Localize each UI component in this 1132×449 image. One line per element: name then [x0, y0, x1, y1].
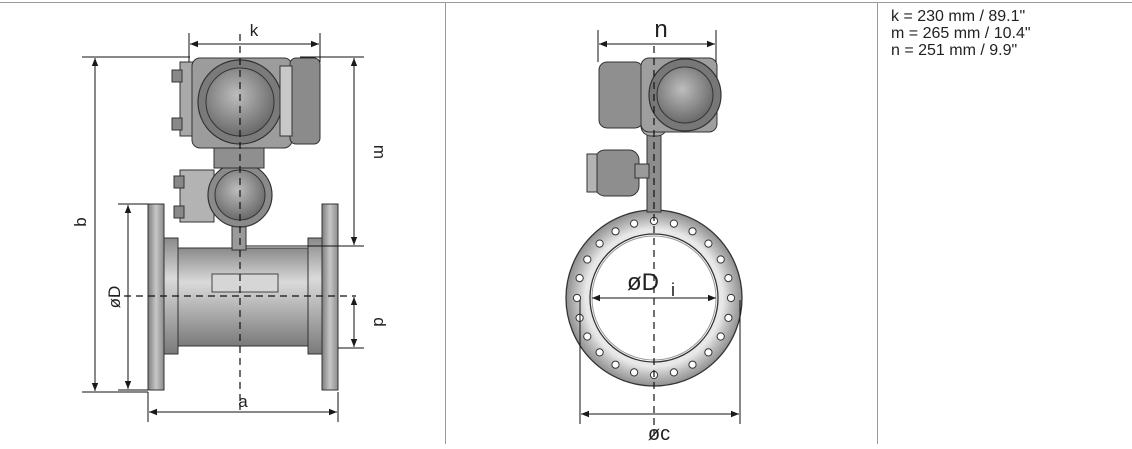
- dimension-value-k: k = 230 mm / 89.1": [891, 8, 1026, 25]
- bolt-hole: [583, 332, 592, 341]
- label-Di: øD: [627, 269, 659, 296]
- side-view-drawing: k b øD m d a: [71, 21, 389, 422]
- bolt-hole: [704, 239, 713, 248]
- bolt-hole: [583, 255, 592, 264]
- front-view-drawing: n øD i øc: [565, 16, 743, 445]
- table-divider-2: [877, 2, 878, 444]
- dimension-value-n: n = 251 mm / 9.9": [891, 42, 1018, 59]
- label-m: m: [370, 145, 389, 159]
- bolt-hole: [630, 368, 639, 377]
- side-view-cell: k b øD m d a: [0, 0, 445, 444]
- dimension-value-m: m = 265 mm / 10.4": [891, 25, 1031, 42]
- bolt-hole: [724, 313, 733, 322]
- label-Di-subscript: i: [671, 280, 675, 300]
- bolt-hole: [669, 368, 678, 377]
- bolt-hole: [688, 360, 697, 369]
- flange-bolt-holes: [572, 216, 736, 380]
- bolt-hole: [688, 227, 697, 236]
- bolt-hole: [724, 274, 733, 283]
- front-view-cell: n øD i øc: [445, 0, 877, 445]
- bolt-hole: [726, 293, 736, 303]
- label-b: b: [71, 217, 90, 226]
- bolt-hole: [575, 274, 584, 283]
- dimension-values-list: k = 230 mm / 89.1" m = 265 mm / 10.4" n …: [891, 8, 1031, 59]
- table-divider-1: [445, 2, 446, 444]
- bolt-hole: [630, 219, 639, 228]
- label-k: k: [250, 21, 259, 40]
- label-n: n: [654, 16, 667, 43]
- label-D: øD: [105, 286, 124, 309]
- label-a: a: [238, 392, 248, 411]
- dimension-values-cell: k = 230 mm / 89.1" m = 265 mm / 10.4" n …: [877, 0, 1132, 444]
- front-converter-housing: [598, 57, 722, 133]
- bolt-hole: [611, 227, 620, 236]
- bolt-hole: [716, 332, 725, 341]
- label-c: øc: [648, 423, 670, 444]
- bolt-hole: [716, 255, 725, 264]
- bolt-hole: [611, 360, 620, 369]
- bolt-hole: [595, 348, 604, 357]
- remote-housing: [586, 149, 650, 197]
- bolt-hole: [595, 239, 604, 248]
- bolt-hole: [572, 293, 582, 303]
- lower-housing: [173, 162, 273, 228]
- label-d: d: [370, 317, 389, 326]
- table-top-border: [0, 2, 1132, 3]
- bolt-hole: [669, 219, 678, 228]
- bolt-hole: [704, 348, 713, 357]
- meter-body: [147, 203, 339, 391]
- converter-housing: [171, 57, 321, 149]
